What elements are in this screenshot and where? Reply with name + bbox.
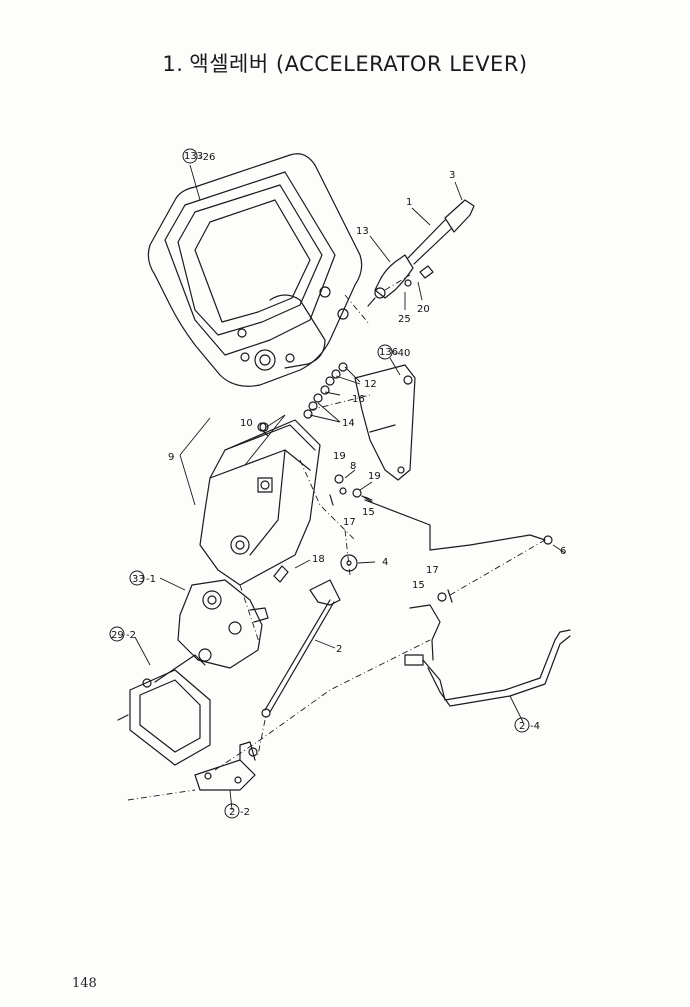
callout-circle-136 [377,344,393,360]
pin-17b [447,589,453,603]
callout-136: 136 [379,347,398,358]
label-part-20: 20 [417,304,430,315]
label-part-13: 13 [356,226,369,237]
label-part-18: 18 [312,554,325,565]
bracket-plate [354,364,416,481]
callout-2a-ref: -2 [240,807,250,818]
washer-stack [303,362,348,419]
section-title: 액셀레버 (ACCELERATOR LEVER) [189,52,528,76]
label-part-3: 3 [449,170,455,181]
lower-bracket [194,741,258,791]
spring-pin-15 [364,496,373,501]
label-part-15a: 15 [362,507,375,518]
label-part-14: 14 [342,418,355,429]
pedal-arm [404,604,571,707]
label-part-4: 4 [382,557,388,568]
bolt-18 [273,565,289,583]
callout-136-ref: -40 [394,348,410,359]
label-part-1: 1 [406,197,412,208]
washer-4-hole [346,560,352,566]
callout-circle-2b [514,717,530,733]
callout-2b-ref: -4 [530,721,540,732]
callout-circle-33 [129,570,145,586]
nut-19b [352,488,362,498]
label-part-17a: 17 [343,517,356,528]
page-number: 148 [72,976,97,991]
label-part-2: 2 [336,644,342,655]
label-part-12: 12 [364,379,377,390]
callout-29: 29 [111,630,124,641]
pedal-base [117,654,211,766]
callout-133-ref: -26 [199,152,215,163]
washer-15b [437,592,447,602]
page-title: 1.액셀레버 (ACCELERATOR LEVER) [0,48,690,78]
label-part-17b: 17 [426,565,439,576]
callout-circle-2a [224,803,240,819]
label-part-19b: 19 [368,471,381,482]
callout-circle-29 [109,626,125,642]
label-part-10: 10 [240,418,253,429]
pin-17 [329,494,334,506]
label-part-15b: 15 [412,580,425,591]
label-part-25: 25 [398,314,411,325]
label-part-16: 16 [352,394,365,405]
washer-4 [340,554,358,572]
linkage-rod [261,579,341,718]
washer-8 [339,487,347,495]
leader-lines [127,274,546,801]
callout-2b: 2 [519,721,525,732]
nut-19 [334,474,344,484]
callout-133: 133 [184,151,203,162]
label-part-6: 6 [560,546,566,557]
section-number: 1. [162,52,184,76]
actuator-assembly [177,579,269,669]
accelerator-rod [361,495,553,551]
label-part-8: 8 [350,461,356,472]
cap-10 [259,422,269,432]
meter-panel [147,153,363,387]
lever-switch [367,199,475,307]
callout-leaders [134,164,566,811]
callout-33-ref: -1 [146,574,156,585]
callout-29-ref: -2 [126,630,136,641]
callout-circle-133 [182,148,198,164]
callout-33: 33 [132,574,145,585]
label-part-9: 9 [168,452,174,463]
callout-2a: 2 [229,807,235,818]
label-part-19a: 19 [333,451,346,462]
mounting-bracket [199,419,321,586]
